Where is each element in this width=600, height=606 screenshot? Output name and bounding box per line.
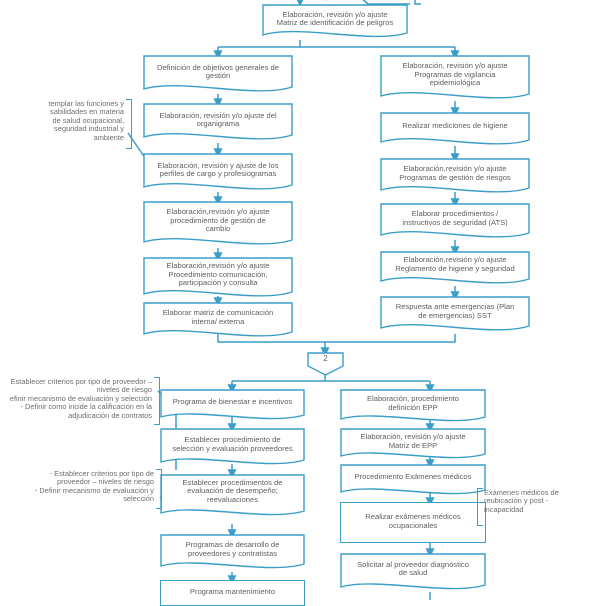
node-label: Elaboración,revisión y/o ajuste Reglamen… — [395, 255, 515, 273]
node-label: Establecer procedimientos de evaluación … — [182, 477, 283, 504]
node-vigilancia[interactable]: Elaboración, revisión y/o ajuste Program… — [380, 55, 530, 97]
node-shape-emergencias — [380, 296, 530, 336]
node-label: Elaborar procedimientos / instructivos d… — [402, 209, 508, 227]
node-label: Definición de objetivos generales de ges… — [156, 62, 279, 80]
node-shape-matriz-epp — [340, 428, 486, 464]
node-gestion-riesgos[interactable]: Elaboración,revisión y/o ajuste Programa… — [380, 158, 530, 191]
node-label: Realizar exámenes médicos ocupacionales — [365, 512, 461, 530]
note-bracket-criterios-bottom — [156, 469, 162, 509]
node-shape-ats — [380, 203, 530, 243]
node-shape-reglamento — [380, 251, 530, 289]
node-label: Establecer procedimiento de selección y … — [172, 435, 293, 453]
node-comunicacion[interactable]: Elaboración,revisión y/o ajuste Procedim… — [143, 255, 293, 297]
node-organigrama[interactable]: Elaboración, revisión y/o ajuste del org… — [143, 103, 293, 139]
node-perfiles[interactable]: Elaboración, revisión y ajuste de los pe… — [143, 153, 293, 189]
node-matriz-comunicacion[interactable]: Elaborar matriz de comunicación interna/… — [143, 302, 293, 335]
node-ats[interactable]: Elaborar procedimientos / instructivos d… — [380, 203, 530, 236]
node-label: Elaborar matriz de comunicación interna/… — [162, 308, 274, 326]
node-shape-gestion-riesgos — [380, 158, 530, 198]
node-shape-diagnostico-salud — [340, 553, 486, 595]
node-label: Procedimiento Exámenes médicos — [354, 472, 472, 482]
node-label: Elaboración,revisión y/o ajuste Procedim… — [166, 261, 270, 288]
node-label: Elaboración, revisión y/o ajuste Matriz … — [276, 9, 394, 27]
node-gestion-cambio[interactable]: Elaboración,revisión y/o ajuste procedim… — [143, 201, 293, 243]
note-bracket-funciones — [126, 99, 132, 149]
node-label: Elaboración, revisión y ajuste de los pe… — [157, 160, 279, 178]
node-desempeno[interactable]: Establecer procedimientos de evaluación … — [160, 472, 305, 513]
connector-shape-2 — [307, 352, 344, 376]
node-shape-vigilancia — [380, 55, 530, 105]
node-shape-desempeno — [160, 474, 305, 522]
node-examenes-ocup[interactable]: Realizar exámenes médicos ocupacionales — [340, 502, 486, 543]
node-shape-comunicacion — [143, 257, 293, 302]
node-reglamento[interactable]: Elaboración,revisión y/o ajuste Reglamen… — [380, 249, 530, 282]
node-label: Respuesta ante emergencias (Plan de emer… — [395, 302, 515, 320]
node-label: Elaboración, procedimiento definición EP… — [366, 394, 460, 412]
node-shape-matriz-peligros — [262, 4, 408, 42]
node-examenes-proc[interactable]: Procedimiento Exámenes médicos — [340, 464, 486, 493]
connector-label: 2 — [323, 354, 328, 363]
note-criterios-proveedor-top: Establecer criterios por tipo de proveed… — [9, 377, 152, 420]
node-matriz-peligros[interactable]: Elaboración, revisión y/o ajuste Matriz … — [262, 4, 408, 36]
node-objetivos[interactable]: Definición de objetivos generales de ges… — [143, 55, 293, 91]
node-label: Programas de desarrollo de proveedores y… — [185, 540, 280, 558]
node-emergencias[interactable]: Respuesta ante emergencias (Plan de emer… — [380, 296, 530, 329]
connector-2[interactable]: 2 — [307, 352, 344, 374]
node-bienestar[interactable]: Programa de bienestar e incentivos — [160, 389, 305, 418]
node-shape-examenes-proc — [340, 464, 486, 500]
node-diagnostico-salud[interactable]: Solicitar al proveedor diagnóstico de sa… — [340, 553, 486, 587]
node-label: Elaboración, revisión y/o ajuste Matriz … — [360, 432, 466, 450]
note-funciones: templar las funciones y sabilidades en m… — [48, 99, 124, 142]
node-desarrollo-proveedores[interactable]: Programas de desarrollo de proveedores y… — [160, 534, 305, 567]
node-label: Elaboración, revisión y/o ajuste Program… — [402, 61, 508, 88]
node-shape-matriz-comunicacion — [143, 302, 293, 342]
node-label: Elaboración,revisión y/o ajuste procedim… — [166, 207, 270, 234]
note-bracket-examenes — [477, 488, 483, 526]
node-shape-desarrollo-proveedores — [160, 534, 305, 574]
node-mantenimiento[interactable]: Programa mantenimiento — [160, 580, 305, 606]
node-label: Elaboración,revisión y/o ajuste Programa… — [399, 164, 511, 182]
node-shape-gestion-cambio — [143, 201, 293, 251]
node-label: Programa de bienestar e incentivos — [172, 397, 293, 407]
node-shape-objetivos — [143, 55, 293, 97]
node-seleccion-proveedores[interactable]: Establecer procedimiento de selección y … — [160, 428, 305, 463]
node-shape-perfiles — [143, 153, 293, 195]
node-label: Realizar mediciones de higiene — [402, 121, 508, 131]
node-label: Programa mantenimiento — [189, 586, 276, 596]
node-label: Solicitar al proveedor diagnóstico de sa… — [357, 559, 469, 577]
node-matriz-epp[interactable]: Elaboración, revisión y/o ajuste Matriz … — [340, 428, 486, 457]
note-bracket-criterios-top — [154, 377, 160, 425]
node-shape-mediciones-higiene — [380, 112, 530, 150]
node-epp-proc[interactable]: Elaboración, procedimiento definición EP… — [340, 389, 486, 420]
node-label: Elaboración, revisión y/o ajuste del org… — [159, 110, 277, 128]
note-examenes-reubicacion: Exámenes médicos de reubicación y post -… — [484, 488, 559, 514]
note-criterios-proveedor-bottom: - Establecer criterios por tipo de prove… — [34, 469, 154, 504]
node-mediciones-higiene[interactable]: Realizar mediciones de higiene — [380, 112, 530, 143]
node-shape-epp-proc — [340, 389, 486, 427]
node-shape-organigrama — [143, 103, 293, 145]
